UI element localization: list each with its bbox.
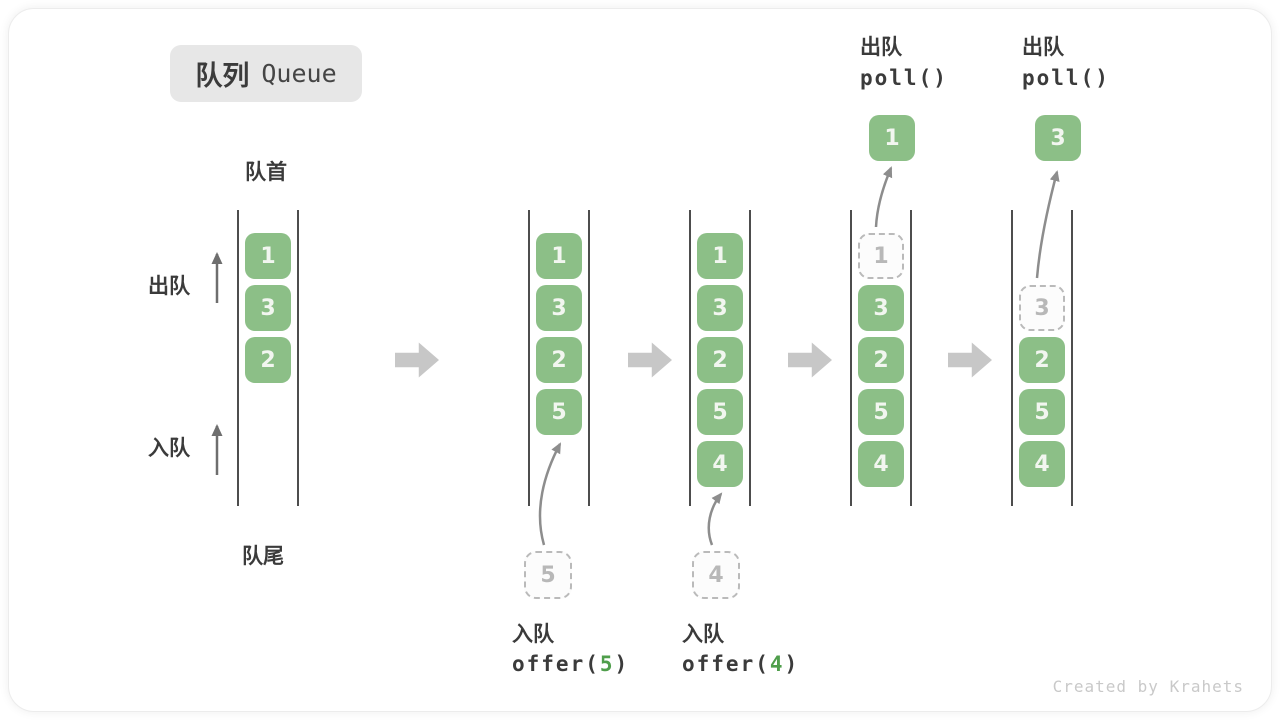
queue-rail-left [689,210,691,506]
queue-item: 1 [697,233,743,279]
code-text: ) [614,652,630,676]
queue-item: 2 [245,337,291,383]
queue-item: 3 [245,285,291,331]
queue-front-label: 队首 [245,161,287,184]
code-argument: 5 [599,652,615,676]
code-argument: 4 [769,652,785,676]
queue-rail-right [749,210,751,506]
queue-rail-right [588,210,590,506]
queue-rear-label: 队尾 [242,545,284,568]
queue-item: 5 [1019,389,1065,435]
queue-item: 3 [858,285,904,331]
code-text: poll() [860,66,948,90]
title-en: Queue [261,59,337,88]
code-text: offer( [512,652,600,676]
code-text: offer( [682,652,770,676]
pending-item: 4 [692,551,740,599]
enqueue-side-label: 入队 [148,437,190,460]
pending-item: 5 [524,551,572,599]
queue-item: 1 [536,233,582,279]
queue-item: 3 [697,285,743,331]
queue-item: 5 [858,389,904,435]
queue-item: 3 [536,285,582,331]
operation-label: 入队 [682,623,724,646]
queue-item: 1 [245,233,291,279]
code-text: ) [784,652,800,676]
diagram-title-box: 队列 Queue [170,45,362,102]
queue-item: 4 [858,441,904,487]
queue-rail-right [297,210,299,506]
code-text: poll() [1022,66,1110,90]
popped-item: 3 [1035,115,1081,161]
dequeue-side-label: 出队 [148,275,190,298]
operation-code: offer(4) [682,652,799,676]
operation-label: 出队 [1022,36,1064,59]
queue-item: 4 [697,441,743,487]
title-zh: 队列 [195,61,250,91]
watermark: Created by Krahets [1052,677,1244,696]
queue-item: 2 [1019,337,1065,383]
queue-item: 5 [697,389,743,435]
popped-item: 1 [869,115,915,161]
operation-code: poll() [1022,66,1110,90]
queue-rail-left [850,210,852,506]
queue-rail-left [237,210,239,506]
queue-item: 2 [536,337,582,383]
queue-rail-right [1071,210,1073,506]
operation-code: poll() [860,66,948,90]
operation-label: 入队 [512,623,554,646]
operation-label: 出队 [860,36,902,59]
queue-rail-left [1011,210,1013,506]
operation-code: offer(5) [512,652,629,676]
queue-item: 2 [858,337,904,383]
queue-rail-right [910,210,912,506]
queue-item: 2 [697,337,743,383]
queue-item: 4 [1019,441,1065,487]
dequeued-slot: 3 [1019,285,1065,331]
dequeued-slot: 1 [858,233,904,279]
queue-rail-left [528,210,530,506]
queue-item: 5 [536,389,582,435]
